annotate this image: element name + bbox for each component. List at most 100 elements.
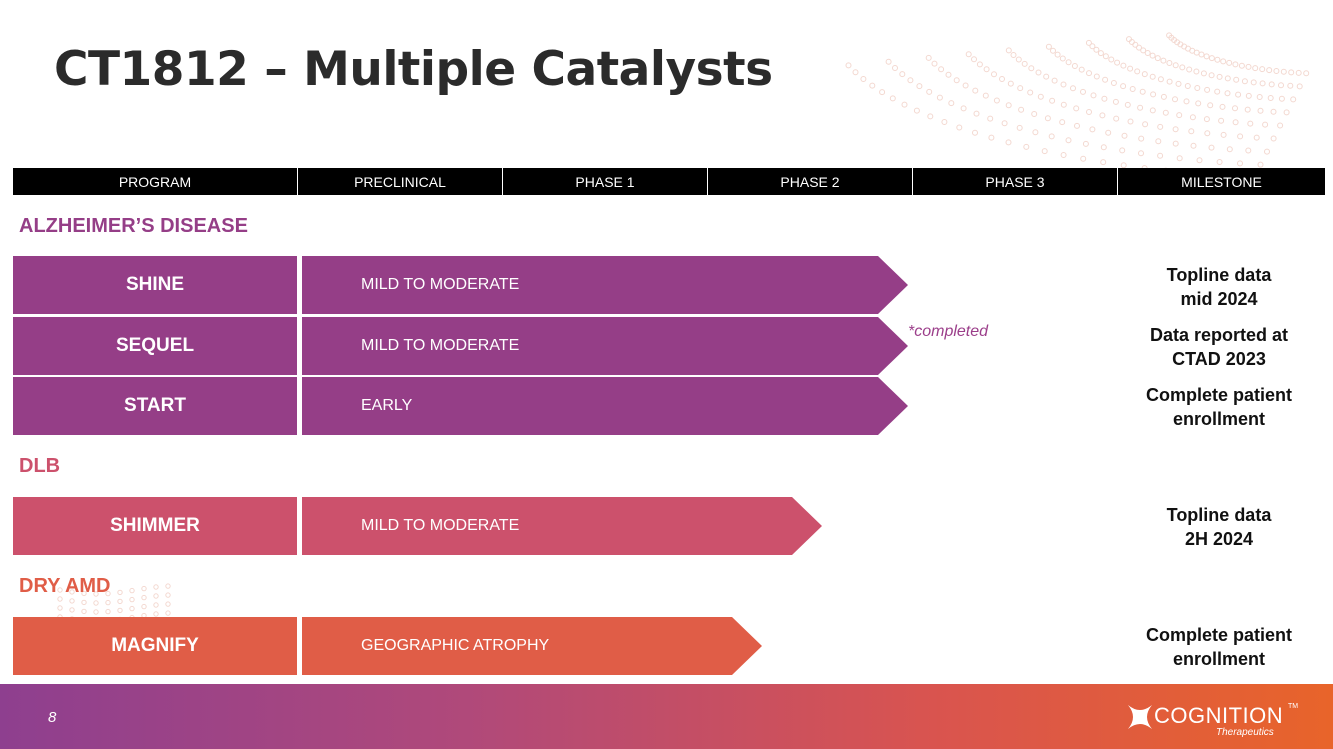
- decorative-dot: [1141, 71, 1148, 78]
- decorative-dot: [1277, 122, 1284, 129]
- decorative-dot: [1257, 161, 1264, 168]
- decorative-dot: [1172, 96, 1178, 103]
- decorative-dot: [1157, 76, 1164, 83]
- decorative-dot: [1172, 140, 1179, 147]
- decorative-dot: [69, 589, 75, 595]
- decorative-dot: [1054, 51, 1061, 58]
- program-shine: SHINE: [13, 256, 297, 314]
- decorative-dot: [93, 600, 99, 606]
- decorative-dot: [1074, 122, 1080, 129]
- decorative-dot: [1175, 80, 1182, 87]
- decorative-dot: [1238, 62, 1245, 69]
- decorative-dot: [1120, 83, 1127, 90]
- decorative-dot: [81, 599, 87, 606]
- progress-bar-magnify: GEOGRAPHIC ATROPHY: [302, 617, 762, 675]
- decorative-dot: [945, 71, 952, 78]
- decorative-dot: [987, 115, 994, 122]
- decorative-dot: [1045, 43, 1052, 50]
- decorative-dot: [165, 583, 171, 589]
- decorative-dot: [976, 61, 983, 68]
- decorative-dot: [1060, 81, 1067, 88]
- decorative-dot: [1015, 56, 1022, 63]
- decorative-dot: [1089, 126, 1096, 133]
- decorative-dot: [1035, 69, 1042, 76]
- decorative-dot: [1149, 52, 1156, 59]
- progress-bar-sequel: MILD TO MODERATE: [302, 317, 908, 375]
- decorative-dot: [1226, 59, 1233, 66]
- section-dlb: DLB: [19, 455, 61, 477]
- decorative-dot: [1241, 78, 1248, 85]
- decorative-dot: [1196, 157, 1203, 164]
- header-phase-1: PHASE 1: [503, 168, 707, 195]
- decorative-dot: [1132, 41, 1139, 48]
- decorative-dot: [1157, 152, 1164, 159]
- decorative-dot: [993, 97, 1000, 104]
- decorative-dot: [1245, 63, 1252, 70]
- decorative-dot: [936, 94, 943, 101]
- decorative-dot: [1259, 66, 1266, 73]
- decorative-dot: [1268, 81, 1275, 88]
- completed-note: *completed: [908, 323, 989, 340]
- decorative-dot: [165, 601, 171, 607]
- decorative-dot: [1065, 137, 1072, 144]
- decorative-dot: [972, 129, 978, 136]
- decorative-dot: [1200, 70, 1207, 77]
- decorative-dot: [1093, 46, 1100, 53]
- decorative-dot: [69, 598, 75, 604]
- decorative-dot: [105, 599, 111, 606]
- decorative-dot: [852, 69, 859, 76]
- decorative-dot: [1108, 56, 1115, 63]
- decorative-dot: [1259, 80, 1266, 87]
- decorative-dot: [1245, 147, 1252, 154]
- decorative-dot: [1220, 58, 1227, 65]
- decorative-dot: [1090, 92, 1097, 99]
- decorative-dot: [129, 587, 135, 594]
- decorative-dot: [1073, 105, 1080, 112]
- decorative-dot: [105, 590, 111, 597]
- decorative-dot: [1060, 101, 1067, 108]
- decorative-dot: [1278, 95, 1285, 102]
- decorative-dot: [1290, 96, 1297, 103]
- decorative-dot: [1296, 83, 1303, 90]
- decorative-dot: [1203, 53, 1210, 60]
- decorative-dot: [1194, 85, 1201, 91]
- decorative-dot: [153, 602, 159, 608]
- decorative-dot: [117, 607, 123, 614]
- decorative-dot: [1114, 59, 1121, 66]
- decorative-dot: [93, 609, 99, 615]
- decorative-dot: [1176, 112, 1183, 119]
- decorative-dot: [965, 51, 972, 58]
- decorative-dot: [1100, 144, 1107, 151]
- decorative-dot: [1172, 62, 1179, 69]
- header-phase-2: PHASE 2: [708, 168, 912, 195]
- decorative-dot: [1105, 129, 1112, 136]
- decorative-dot: [907, 77, 914, 84]
- decorative-dot: [1155, 138, 1162, 145]
- header-preclinical: PRECLINICAL: [298, 168, 502, 195]
- decorative-dot: [1016, 124, 1023, 131]
- decorative-dot: [57, 605, 63, 611]
- decorative-dot: [973, 110, 980, 117]
- decorative-dot: [1287, 82, 1294, 89]
- decorative-dot: [925, 54, 932, 61]
- decorative-dot: [948, 100, 955, 107]
- decorative-dot: [1136, 44, 1142, 51]
- decorative-dot: [885, 58, 892, 65]
- decorative-dot: [1295, 69, 1302, 76]
- bar-label-magnify: GEOGRAPHIC ATROPHY: [361, 637, 550, 654]
- decorative-dot: [69, 607, 75, 613]
- progress-bar-shine: MILD TO MODERATE: [302, 256, 908, 314]
- header-phase-3: PHASE 3: [913, 168, 1117, 195]
- page-number: 8: [48, 709, 57, 726]
- decorative-dot: [1007, 80, 1014, 87]
- decorative-dot: [999, 76, 1005, 82]
- decorative-dot: [129, 605, 135, 612]
- decorative-dot: [1208, 55, 1215, 62]
- bar-label-shimmer: MILD TO MODERATE: [361, 517, 520, 534]
- decorative-dot: [1220, 131, 1227, 138]
- decorative-dot: [1204, 130, 1211, 137]
- decorative-dot: [81, 608, 87, 615]
- decorative-dot: [960, 105, 967, 112]
